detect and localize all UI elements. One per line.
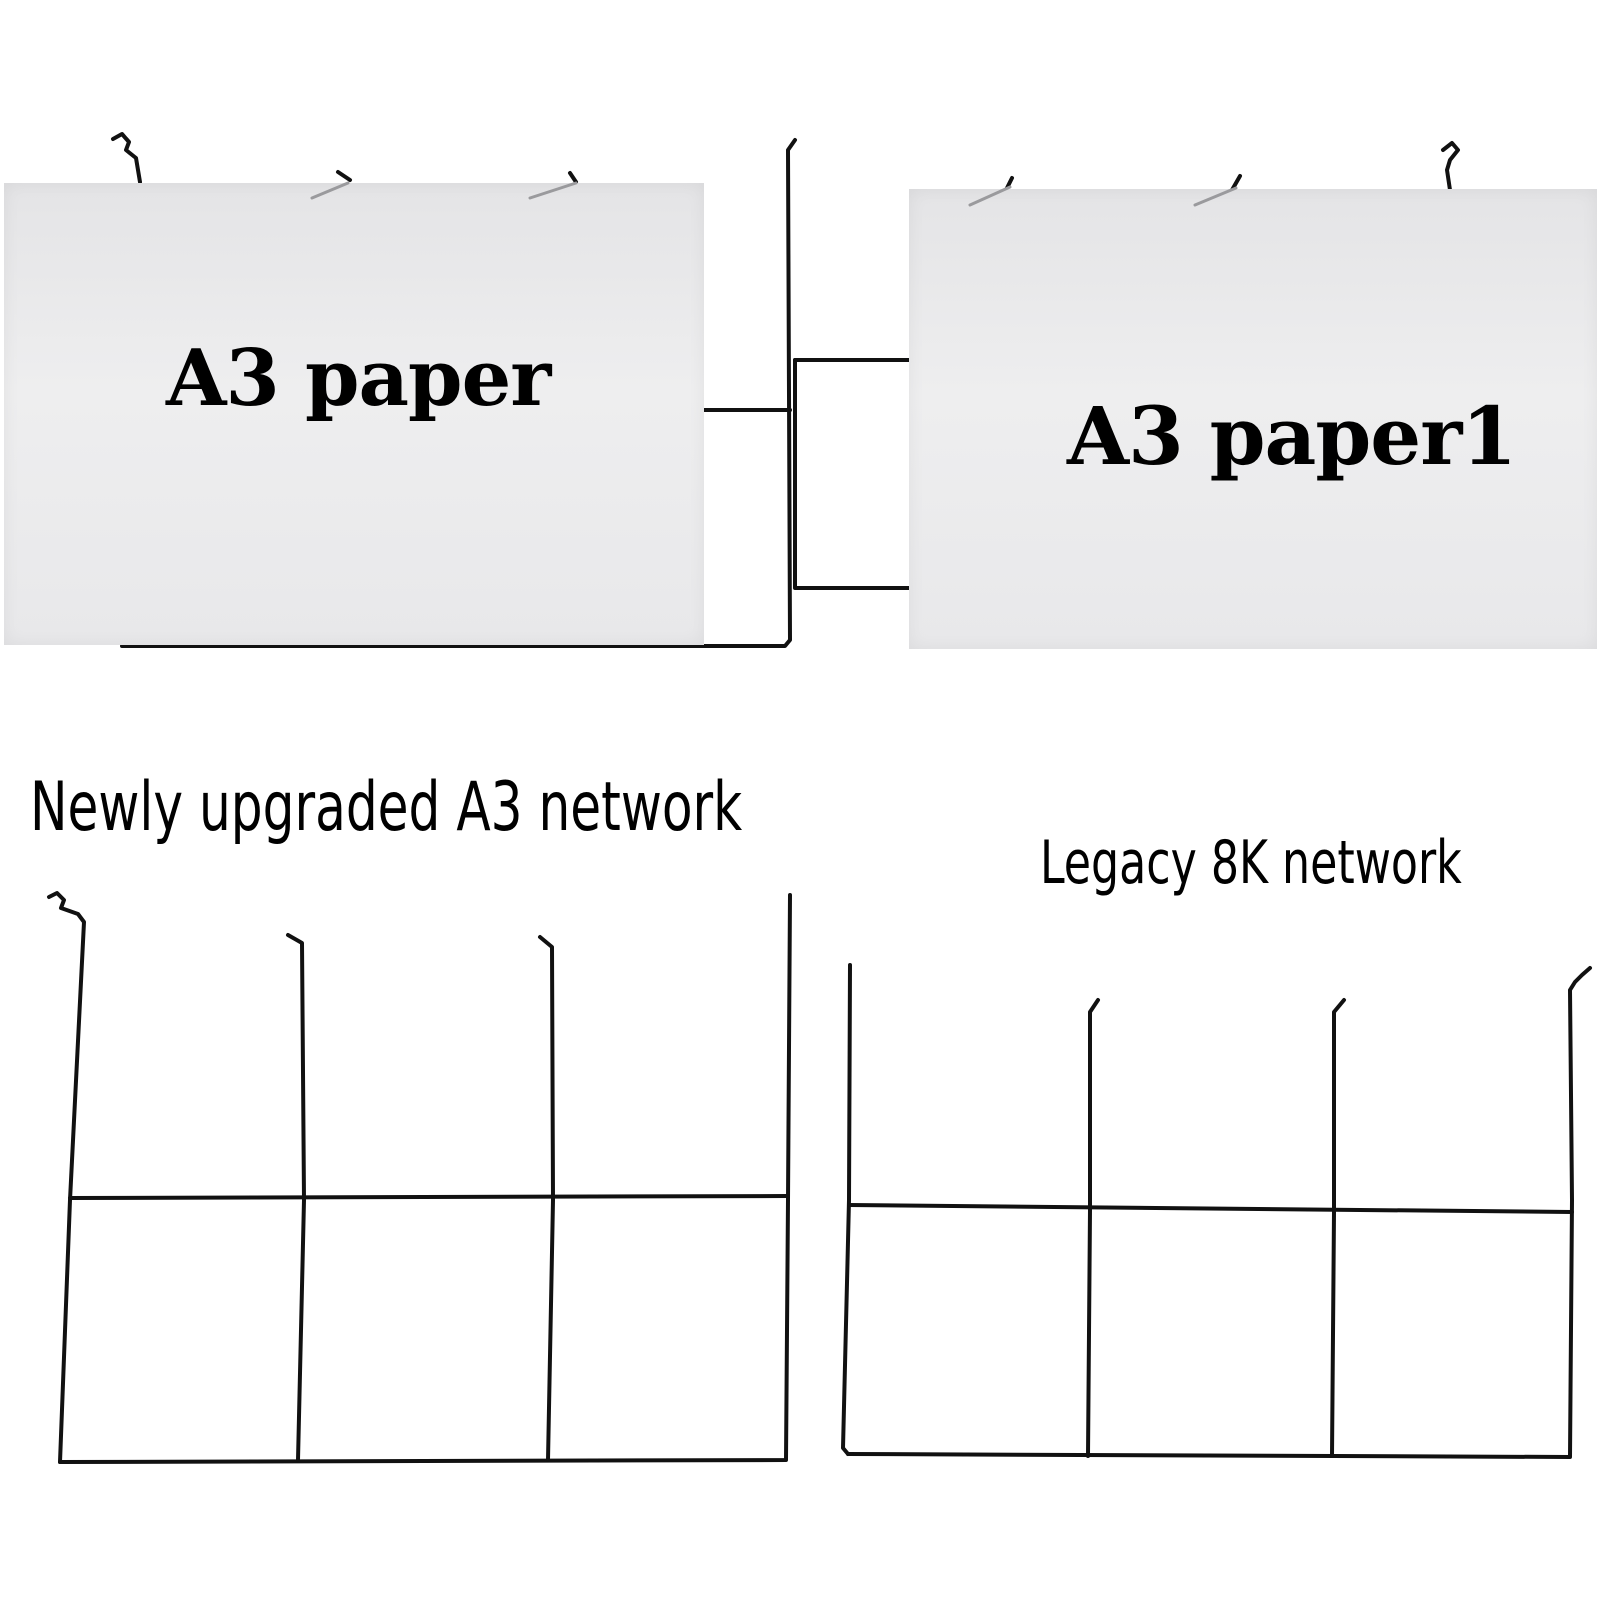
a3-paper1-sheet: A3 paper1 xyxy=(909,189,1597,649)
legacy-network-caption: Legacy 8K network xyxy=(1040,828,1462,898)
a3-paper1-label: A3 paper1 xyxy=(1067,389,1517,483)
a3-paper-label: A3 paper xyxy=(166,333,551,424)
new-network-caption: Newly upgraded A3 network xyxy=(30,768,743,847)
a3-paper-sheet: A3 paper xyxy=(4,183,704,645)
